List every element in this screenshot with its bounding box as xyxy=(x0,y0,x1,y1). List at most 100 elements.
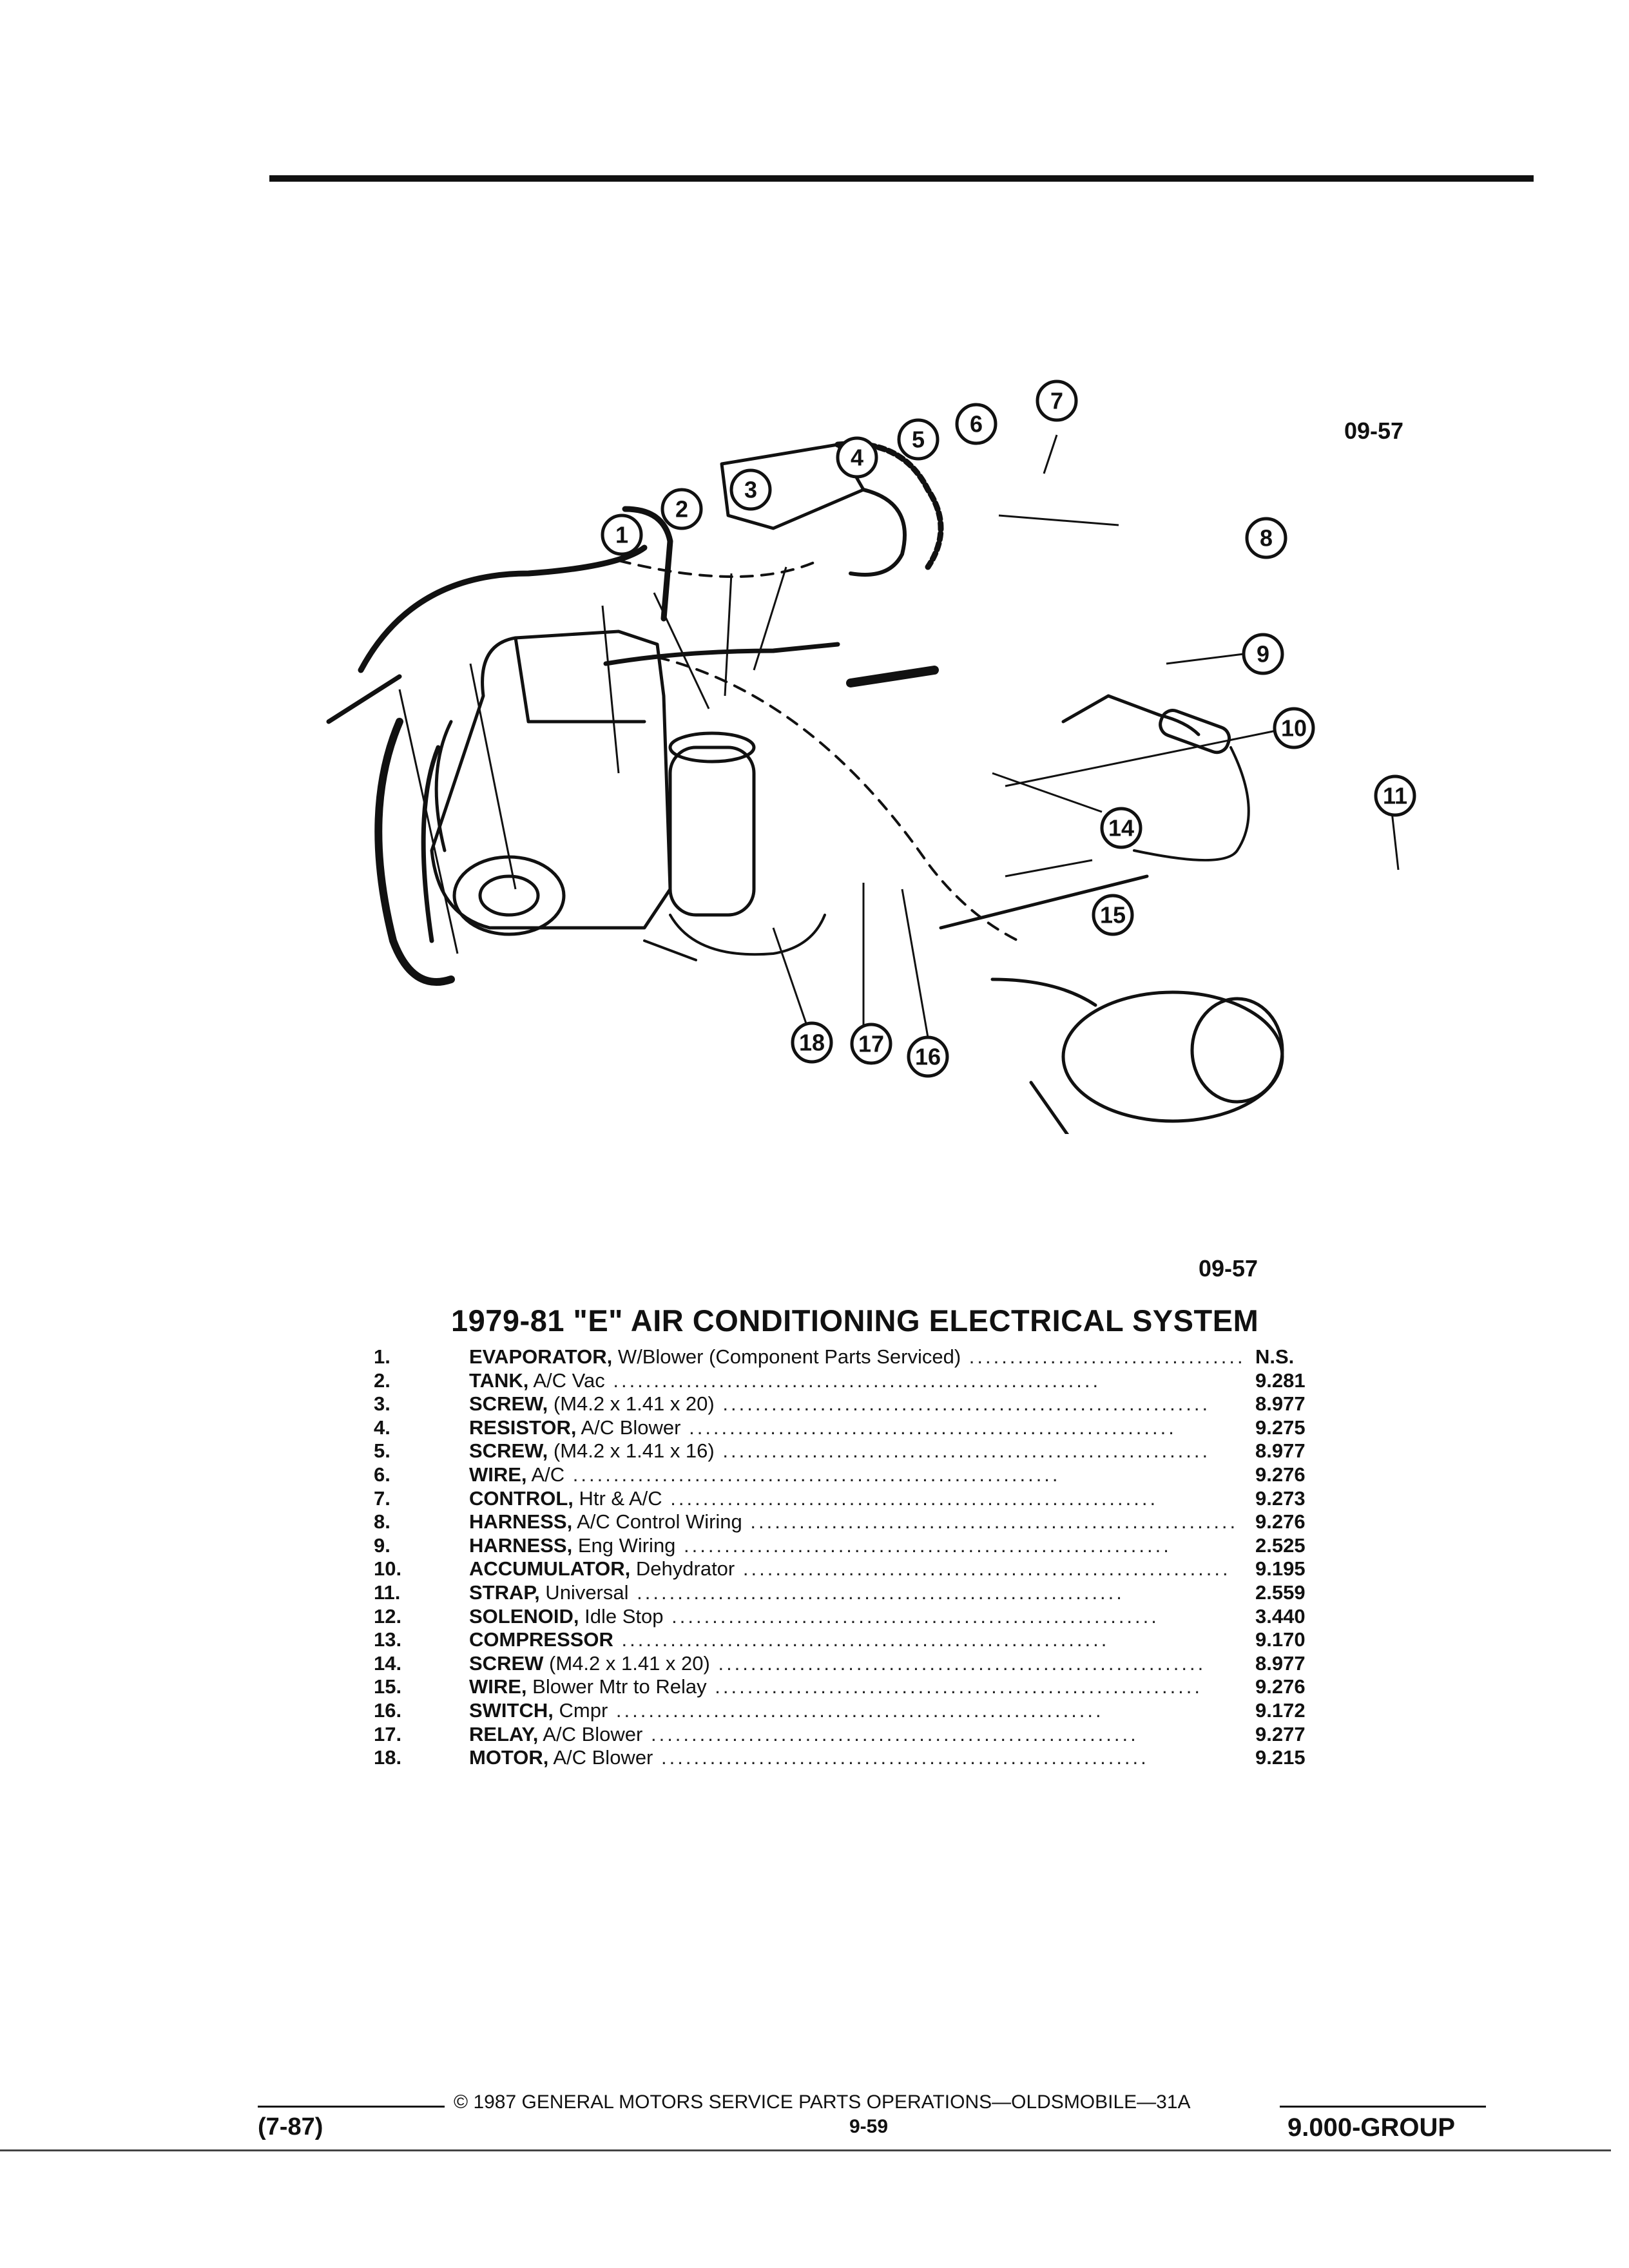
dot-leader: ........................................… xyxy=(662,1486,1159,1510)
dot-leader: ........................................… xyxy=(969,1345,1242,1368)
parts-row: 6.WIRE, A/C ............................… xyxy=(374,1463,1379,1487)
svg-text:11: 11 xyxy=(1383,783,1407,809)
part-detail: A/C xyxy=(526,1463,565,1486)
footer-date: (7-87) xyxy=(258,2113,323,2140)
part-detail: A/C Blower xyxy=(548,1746,653,1769)
part-name: WIRE, xyxy=(469,1463,527,1486)
dot-leader: ........................................… xyxy=(663,1604,1159,1628)
part-number: 14. xyxy=(374,1651,402,1675)
part-description: HARNESS, A/C Control Wiring ............… xyxy=(469,1510,1242,1534)
part-detail: W/Blower (Component Parts Serviced) xyxy=(612,1345,961,1368)
part-code: 9.281 xyxy=(1255,1369,1306,1392)
part-code: 3.440 xyxy=(1255,1604,1306,1628)
part-number: 1. xyxy=(374,1345,390,1368)
part-name: EVAPORATOR, xyxy=(469,1345,613,1368)
callout-18: 18 xyxy=(791,1021,833,1064)
dot-leader: ........................................… xyxy=(735,1557,1231,1581)
callout-17: 17 xyxy=(850,1023,892,1065)
parts-row: 4.RESISTOR, A/C Blower .................… xyxy=(374,1416,1379,1440)
part-name: SWITCH, xyxy=(469,1698,554,1722)
parts-row: 15.WIRE, Blower Mtr to Relay ...........… xyxy=(374,1675,1379,1699)
svg-text:9: 9 xyxy=(1257,641,1269,668)
callout-4: 4 xyxy=(836,436,878,479)
part-name: CONTROL, xyxy=(469,1486,574,1510)
part-detail: Cmpr xyxy=(553,1698,608,1722)
part-number: 8. xyxy=(374,1510,390,1533)
part-number: 4. xyxy=(374,1416,390,1439)
callout-16: 16 xyxy=(907,1035,949,1078)
parts-row: 14. SCREW (M4.2 x 1.41 x 20) ............… xyxy=(374,1652,1379,1676)
part-code: 9.172 xyxy=(1255,1698,1306,1722)
callout-1: 1 xyxy=(601,514,643,556)
parts-row: 3.SCREW, (M4.2 x 1.41 x 20) ............… xyxy=(374,1392,1379,1416)
part-detail: (M4.2 x 1.41 x 20) xyxy=(543,1651,710,1675)
part-detail: Idle Stop xyxy=(579,1604,664,1628)
part-detail: Blower Mtr to Relay xyxy=(526,1675,707,1698)
callout-11: 11 xyxy=(1374,774,1416,817)
callout-6: 6 xyxy=(955,403,998,445)
parts-row: 13.COMPRESSOR ..........................… xyxy=(374,1628,1379,1652)
part-code: N.S. xyxy=(1255,1345,1295,1368)
footer-rule-right xyxy=(1280,2106,1486,2108)
part-detail: Eng Wiring xyxy=(572,1533,676,1557)
dot-leader: ........................................… xyxy=(604,1369,1101,1392)
svg-text:5: 5 xyxy=(912,427,925,453)
svg-text:1: 1 xyxy=(615,522,628,548)
part-code: 2.559 xyxy=(1255,1581,1306,1604)
svg-text:8: 8 xyxy=(1260,525,1273,552)
part-description: MOTOR, A/C Blower ......................… xyxy=(469,1746,1242,1770)
part-number: 17. xyxy=(374,1722,402,1745)
parts-row: 9.HARNESS, Eng Wiring ..................… xyxy=(374,1534,1379,1558)
part-name: HARNESS, xyxy=(469,1510,573,1533)
control-unit-shape xyxy=(720,443,865,530)
part-detail: (M4.2 x 1.41 x 20) xyxy=(548,1392,715,1416)
footer-copyright: © 1987 GENERAL MOTORS SERVICE PARTS OPER… xyxy=(454,2091,1191,2113)
part-code: 9.215 xyxy=(1255,1746,1306,1769)
part-description: ACCUMULATOR, Dehydrator ................… xyxy=(469,1557,1242,1581)
part-detail: Dehydrator xyxy=(630,1557,735,1581)
parts-list: 1. EVAPORATOR, W/Blower (Component Parts … xyxy=(374,1345,1379,1770)
parts-row: 16.SWITCH, Cmpr ........................… xyxy=(374,1699,1379,1723)
part-name: ACCUMULATOR, xyxy=(469,1557,631,1581)
parts-row: 7.CONTROL, Htr & A/C ...................… xyxy=(374,1487,1379,1511)
part-description: COMPRESSOR .............................… xyxy=(469,1628,1242,1652)
svg-text:17: 17 xyxy=(858,1031,884,1057)
part-description: SCREW (M4.2 x 1.41 x 20) ...............… xyxy=(469,1652,1242,1676)
accumulator-shape xyxy=(668,745,756,917)
part-code: 9.277 xyxy=(1255,1722,1306,1745)
part-name: SOLENOID, xyxy=(469,1604,579,1628)
callout-15: 15 xyxy=(1092,894,1134,936)
svg-text:10: 10 xyxy=(1281,715,1307,742)
part-number: 11. xyxy=(374,1581,401,1604)
part-detail: Universal xyxy=(539,1581,629,1604)
part-detail: A/C Control Wiring xyxy=(572,1510,742,1533)
dot-leader: ........................................… xyxy=(653,1746,1149,1769)
part-number: 18. xyxy=(374,1746,402,1769)
svg-text:18: 18 xyxy=(799,1030,825,1056)
footer-group: 9.000-GROUP xyxy=(1287,2113,1456,2142)
parts-row: 8. HARNESS, A/C Control Wiring ..........… xyxy=(374,1510,1379,1534)
part-name: TANK, xyxy=(469,1369,529,1392)
callout-8: 8 xyxy=(1245,517,1287,559)
part-description: RELAY, A/C Blower ......................… xyxy=(469,1723,1242,1747)
callout-3: 3 xyxy=(729,468,772,511)
part-description: SCREW, (M4.2 x 1.41 x 16) ..............… xyxy=(469,1439,1242,1463)
parts-row: 10.ACCUMULATOR, Dehydrator .............… xyxy=(374,1557,1379,1581)
part-description: TANK, A/C Vac ..........................… xyxy=(469,1369,1242,1393)
svg-text:14: 14 xyxy=(1108,815,1134,841)
wiring-diagram: 1 2 3 4 5 6 7 8 9 10 11 12 13 14 15 16 1… xyxy=(284,361,1476,1134)
part-name: SCREW, xyxy=(469,1392,548,1416)
dot-leader: ........................................… xyxy=(714,1392,1211,1416)
part-name: STRAP, xyxy=(469,1581,540,1604)
bottom-rule xyxy=(0,2149,1611,2151)
part-name: MOTOR, xyxy=(469,1746,549,1769)
dot-leader: ........................................… xyxy=(608,1698,1104,1722)
part-code: 9.276 xyxy=(1255,1510,1306,1533)
part-name: WIRE, xyxy=(469,1675,527,1698)
part-description: SCREW, (M4.2 x 1.41 x 20) ..............… xyxy=(469,1392,1242,1416)
evaporator-housing xyxy=(430,629,672,930)
part-code: 9.195 xyxy=(1255,1557,1306,1581)
dot-leader: ........................................… xyxy=(742,1510,1239,1533)
part-description: SWITCH, Cmpr ...........................… xyxy=(469,1699,1242,1723)
parts-row: 12.SOLENOID, Idle Stop .................… xyxy=(374,1605,1379,1629)
